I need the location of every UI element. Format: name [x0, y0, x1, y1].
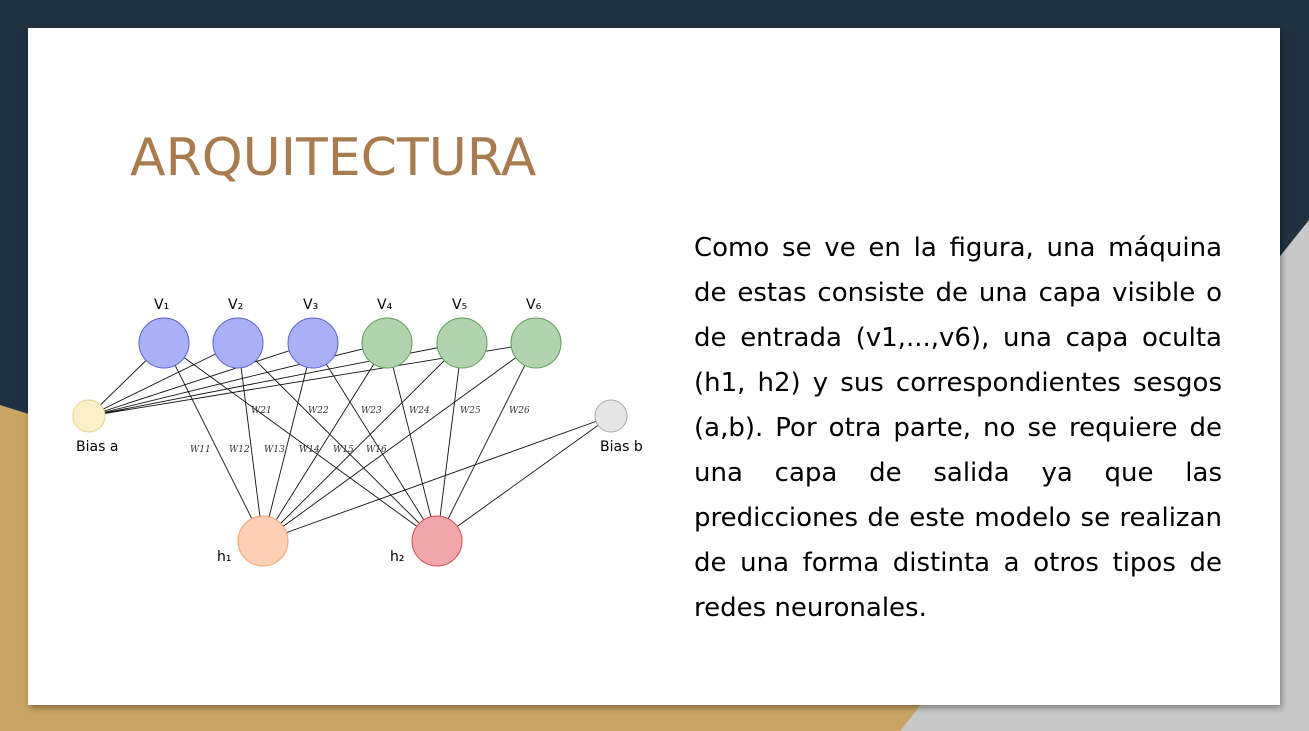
weight-label-w12: W12 [229, 445, 250, 455]
weight-labels: W11 W12 W13 W14 W15 W16 W21 W22 W23 W24 … [190, 406, 530, 455]
weight-label-w21: W21 [251, 406, 272, 416]
edge-v1-h2 [163, 342, 438, 542]
edge-bias-a-v3 [88, 342, 314, 417]
edge-bias-a-v2 [88, 342, 239, 417]
label-v4: V₄ [377, 297, 393, 313]
weight-label-w11: W11 [190, 445, 211, 455]
edge-v3-h2 [312, 342, 438, 542]
weight-label-w15: W15 [333, 445, 354, 455]
label-v3: V₃ [303, 297, 318, 313]
bias-b-node [594, 399, 628, 433]
label-v2: V₂ [228, 297, 243, 313]
edge-v6-h2 [436, 342, 537, 542]
node-labels: V₁ V₂ V₃ V₄ V₅ V₆ h₁ h₂ Bias a Bias b [76, 297, 643, 565]
network-nodes [72, 317, 628, 567]
edge-v5-h2 [436, 342, 463, 542]
label-bias-b: Bias b [600, 439, 643, 455]
edge-v1-h1 [163, 342, 264, 542]
weight-label-w25: W25 [460, 406, 481, 416]
edge-v2-h1 [237, 342, 264, 542]
edge-v2-h2 [237, 342, 438, 542]
edge-v6-h1 [262, 342, 537, 542]
hidden-node-h2 [411, 515, 463, 567]
slide-body-text: Como se ve en la figura, una máquina de … [694, 233, 1222, 623]
edge-v4-h1 [262, 342, 388, 542]
edge-v4-h2 [386, 342, 438, 542]
visible-node-v2 [212, 317, 264, 369]
visible-node-v6 [510, 317, 562, 369]
connection-lines [88, 342, 612, 542]
edge-bias-a-v4 [88, 342, 388, 417]
visible-node-v4 [361, 317, 413, 369]
label-v1: V₁ [154, 297, 169, 313]
edge-bias-b-h1 [262, 415, 612, 542]
edge-v3-h1 [262, 342, 314, 542]
label-h2: h₂ [390, 549, 405, 565]
edge-bias-b-h2 [436, 415, 612, 542]
edge-v5-h1 [262, 342, 463, 542]
weight-label-w22: W22 [308, 406, 329, 416]
bias-a-node [72, 399, 106, 433]
weight-label-w24: W24 [409, 406, 430, 416]
hidden-node-h1 [237, 515, 289, 567]
label-bias-a: Bias a [76, 439, 118, 455]
label-h1: h₁ [217, 549, 232, 565]
label-v5: V₅ [452, 297, 467, 313]
weight-label-w16: W16 [366, 445, 387, 455]
label-v6: V₆ [526, 297, 542, 313]
weight-label-w13: W13 [264, 445, 285, 455]
slide-title: ARQUITECTURA [130, 128, 537, 188]
weight-label-w26: W26 [509, 406, 530, 416]
weight-label-w23: W23 [361, 406, 382, 416]
visible-node-v3 [287, 317, 339, 369]
visible-node-v1 [138, 317, 190, 369]
visible-node-v5 [436, 317, 488, 369]
weight-label-w14: W14 [299, 445, 320, 455]
